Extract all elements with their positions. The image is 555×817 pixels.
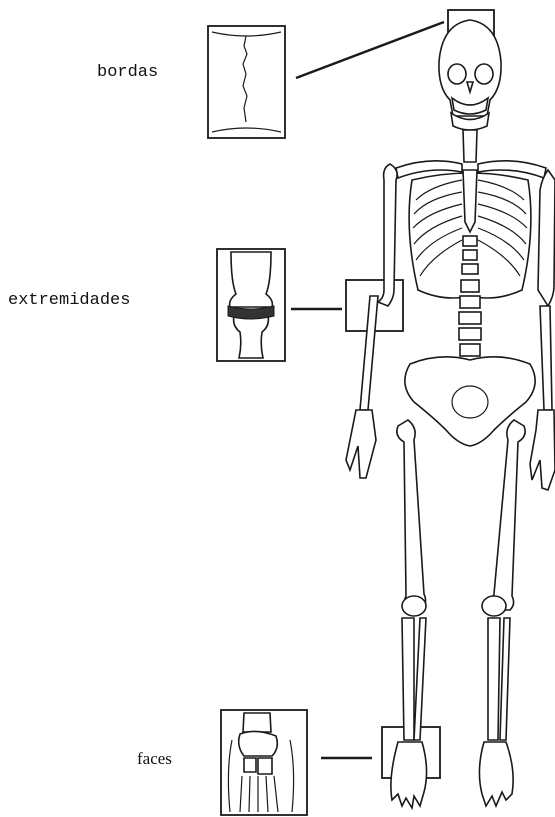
inset-extremidades	[217, 249, 285, 361]
inset-faces	[221, 710, 307, 815]
patella-left	[402, 596, 426, 616]
hand-right	[530, 410, 555, 490]
fibula-right	[500, 618, 510, 740]
foot-right	[479, 742, 513, 806]
tibia-left	[402, 618, 414, 740]
foot-left	[391, 742, 427, 808]
sternum	[463, 170, 477, 232]
rib-cage	[409, 170, 531, 298]
forearm-left	[360, 296, 378, 410]
patella-right	[482, 596, 506, 616]
forearm-right	[540, 306, 552, 410]
tibia-right	[488, 618, 500, 740]
humerus-right	[538, 170, 555, 306]
cervical-spine	[463, 130, 477, 162]
skeleton-figure	[346, 20, 555, 808]
femur-right	[492, 420, 525, 610]
inset-bordas	[208, 26, 285, 138]
humerus-left	[378, 164, 397, 306]
label-bordas: bordas	[97, 63, 158, 82]
skull	[439, 20, 501, 130]
leader-bordas	[296, 22, 444, 78]
hand-left	[346, 410, 376, 478]
lumbar-spine	[459, 236, 481, 356]
label-faces: faces	[137, 749, 172, 768]
fibula-left	[414, 618, 426, 740]
label-extremidades: extremidades	[8, 291, 130, 310]
femur-left	[397, 420, 426, 610]
